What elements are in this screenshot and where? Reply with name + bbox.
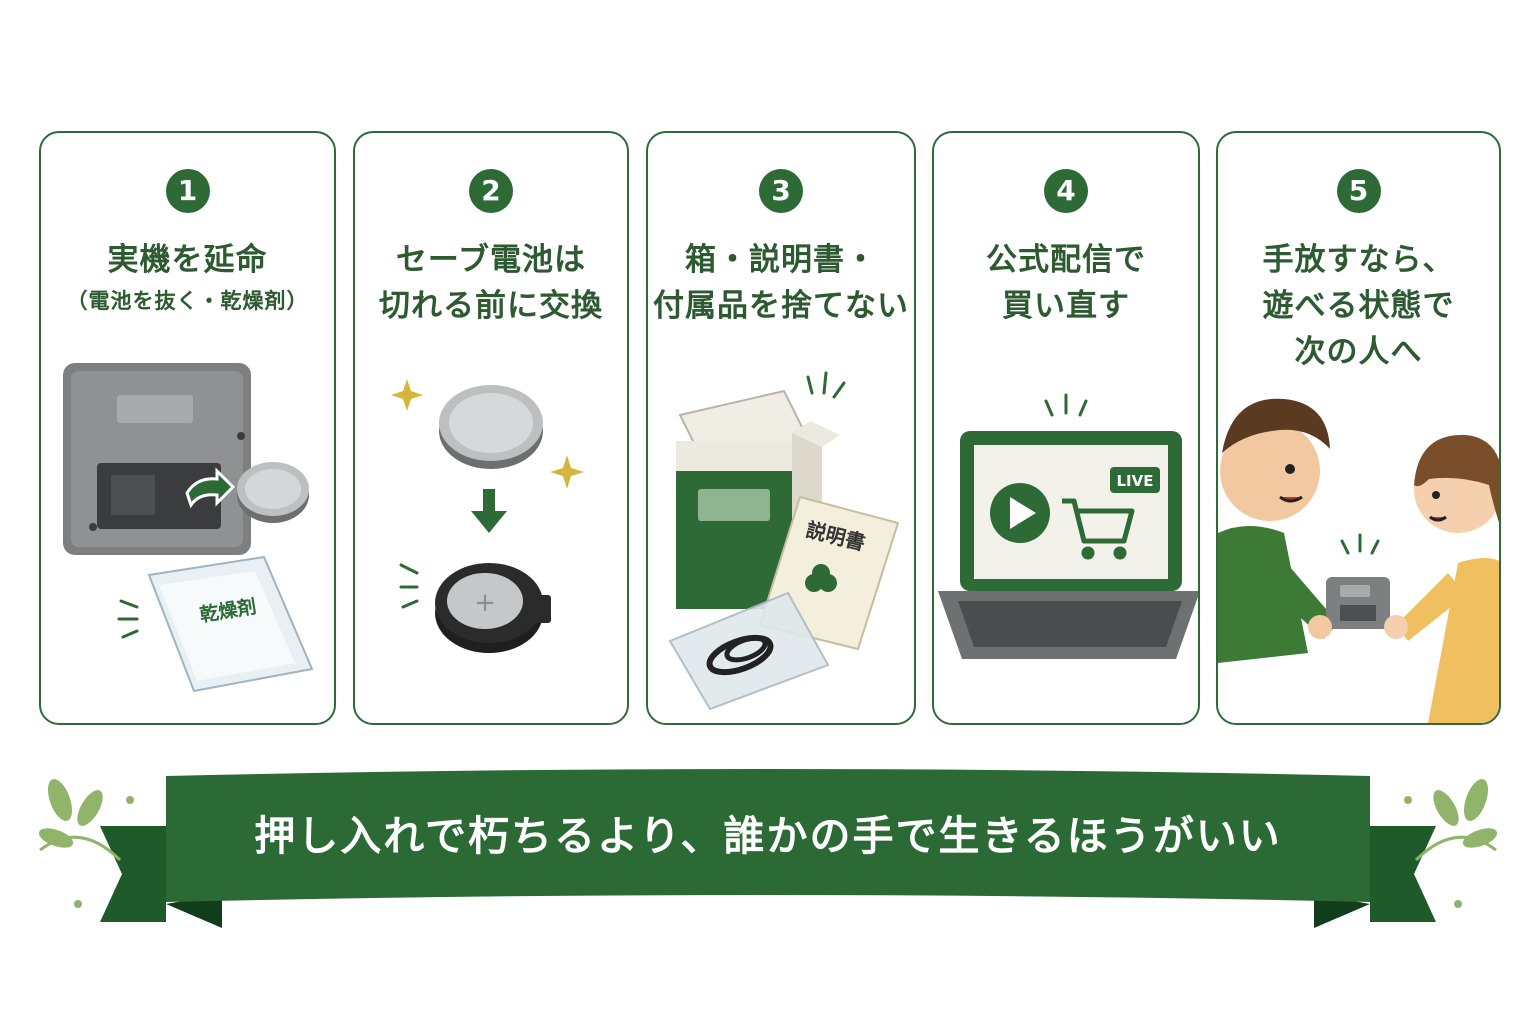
step-number-badge: 5 (1336, 169, 1381, 213)
step-title: 実機を延命 （電池を抜く・乾燥剤） (41, 237, 334, 319)
step-title-line: セーブ電池は (395, 242, 587, 278)
handover-illustration (1218, 398, 1499, 723)
step-title-line: 公式配信で (986, 242, 1146, 278)
boy-icon (1218, 398, 1338, 663)
step-card-4: 4 公式配信で 買い直す LIVE (932, 131, 1200, 725)
battery-swap-illustration: + (391, 379, 584, 653)
step-card-3: 3 箱・説明書・ 付属品を捨てない 説明書 (646, 131, 916, 725)
sparkle-lines (1044, 393, 1088, 417)
step-number-badge: 1 (165, 169, 210, 213)
step-title-line: 切れる前に交換 (379, 288, 603, 324)
laptop-icon (938, 431, 1198, 659)
step-title: 箱・説明書・ 付属品を捨てない (648, 237, 914, 329)
step-number-badge: 4 (1044, 169, 1088, 213)
step-title-line: 買い直す (1002, 288, 1130, 324)
sparkle-lines (806, 371, 846, 399)
step-title: セーブ電池は 切れる前に交換 (355, 237, 627, 329)
step-title-line: 付属品を捨てない (653, 288, 909, 324)
step-card-2: 2 セーブ電池は 切れる前に交換 + (353, 131, 629, 725)
step-number-badge: 2 (469, 169, 513, 213)
hand (1308, 615, 1332, 639)
laptop-store-illustration: LIVE (938, 393, 1198, 659)
step-title-line: 手放すなら、 (1262, 242, 1455, 278)
sparkle-lines (399, 563, 419, 609)
cartridge-icon (1326, 577, 1390, 629)
battery-holder-icon: + (435, 563, 551, 653)
girl-icon (1396, 434, 1499, 723)
step-title: 手放すなら、 遊べる状態で 次の人へ (1218, 237, 1499, 375)
live-label: LIVE (1117, 472, 1154, 490)
box-manual-illustration: 説明書 (668, 371, 900, 711)
step-title: 公式配信で 買い直す (934, 237, 1198, 329)
down-arrow-icon (471, 489, 507, 533)
plus-icon: + (474, 588, 496, 618)
sparkle-lines (1340, 533, 1380, 555)
step-title-line: 次の人へ (1294, 334, 1423, 370)
hand (1384, 615, 1408, 639)
coin-battery-icon (439, 385, 543, 469)
cable-bag-icon (668, 591, 830, 711)
step-number-badge: 3 (759, 169, 803, 213)
step-title-line: 遊べる状態で (1262, 288, 1455, 324)
step-card-1: 1 実機を延命 （電池を抜く・乾燥剤） 乾燥剤 (39, 131, 336, 725)
coin-battery-icon (237, 462, 309, 523)
cartridge-battery-illustration: 乾燥剤 (63, 363, 314, 693)
clover-icon (805, 564, 837, 592)
sparkle-icon (550, 455, 584, 489)
live-badge (1110, 467, 1160, 493)
cartridge-icon (63, 363, 251, 555)
step-subtitle: （電池を抜く・乾燥剤） (66, 289, 309, 313)
banner-message: 押し入れで朽ちるより、誰かの手で生きるほうがいい (254, 812, 1282, 860)
step-title-line: 箱・説明書・ (685, 242, 877, 278)
sparkle-icon (391, 379, 423, 411)
play-icon (990, 483, 1050, 543)
step-title-line: 実機を延命 (107, 242, 268, 278)
sparkle-lines (117, 599, 139, 639)
cart-icon (1062, 498, 1135, 560)
step-card-5: 5 手放すなら、 遊べる状態で 次の人へ (1216, 131, 1501, 725)
desiccant-pack-icon: 乾燥剤 (147, 555, 314, 693)
